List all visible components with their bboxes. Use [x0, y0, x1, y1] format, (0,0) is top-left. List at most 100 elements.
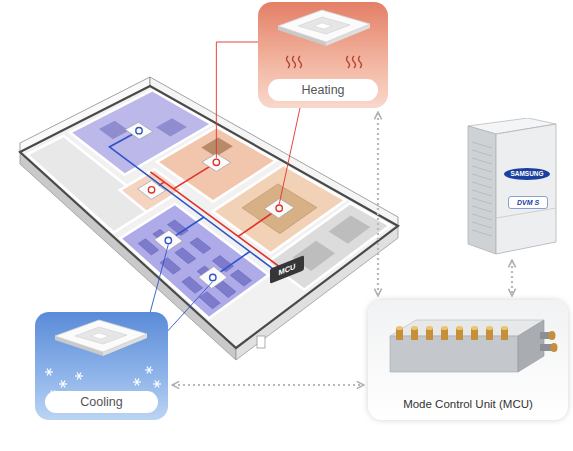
cassette-indicator [148, 187, 154, 193]
vent-slot [472, 190, 492, 196]
cassette-center [91, 333, 109, 339]
valve-cap [396, 326, 403, 330]
leader-line [150, 244, 168, 313]
unit-side [468, 126, 496, 254]
snowflake [153, 381, 161, 388]
outdoor-unit: SAMSUNG DVM S [466, 118, 558, 256]
indoor-cassette [138, 180, 166, 199]
vent-slot [472, 158, 492, 164]
snowflake-arm [47, 369, 51, 376]
snowflake-arm [61, 381, 65, 388]
valve-cap [441, 326, 448, 330]
snowflake-arm [135, 379, 139, 386]
vent-slot [472, 198, 492, 204]
cassette-indicator [165, 237, 171, 243]
snowflake-arm [147, 367, 151, 374]
snowflake-arm [47, 369, 51, 376]
vent-slot [472, 142, 492, 148]
pipe-end [549, 331, 556, 340]
valve-cap [486, 326, 493, 330]
heat-wave [287, 56, 290, 68]
wall-controller [257, 336, 265, 348]
cassette-indicator [213, 159, 219, 165]
valve-cap [471, 326, 478, 330]
snowflake-arm [147, 367, 151, 374]
vent-slot [472, 150, 492, 156]
snowflake [59, 381, 67, 388]
back-wall [150, 77, 398, 226]
server-rack [190, 238, 211, 254]
cassette-indicator [276, 205, 282, 211]
unit-front [496, 124, 556, 254]
valve-cap [501, 326, 508, 330]
dotted-arrow [511, 261, 513, 295]
mode-label: Heating [268, 79, 378, 101]
cassette-indicator [210, 274, 216, 280]
cassette-panel [55, 320, 147, 352]
heat-wave [359, 56, 362, 68]
server-rack [199, 292, 220, 309]
server-rack [182, 277, 203, 294]
heating-pipe [150, 172, 284, 274]
indoor-cassette [125, 122, 153, 139]
outdoor-unit-art [466, 118, 558, 256]
cabinet [329, 216, 371, 244]
vent-slot [472, 182, 492, 188]
vent-slot [472, 174, 492, 180]
valve-cap [426, 326, 433, 330]
desk [99, 121, 129, 139]
vent-slot [472, 206, 492, 212]
cassette-panel [278, 10, 370, 42]
floor [20, 86, 398, 348]
pipe-end [551, 343, 558, 352]
snowflake-arm [77, 373, 81, 380]
heat-wave [299, 56, 302, 68]
desk [156, 118, 187, 136]
server-rack [160, 258, 181, 275]
vent-slot [472, 222, 492, 228]
indoor-cassette [198, 267, 227, 289]
indoor-cassette [154, 230, 182, 251]
heat-wave [293, 56, 296, 68]
mcu-front [390, 336, 518, 372]
cooling-panel: Cooling [35, 312, 168, 420]
snowflake-arm [155, 381, 159, 388]
cassette-center [314, 23, 332, 29]
cooling-pipe [109, 131, 275, 271]
dotted-arrow [173, 384, 363, 386]
model-badge: DVM S [508, 196, 548, 209]
snowflake-arm [77, 373, 81, 380]
mode-label: Cooling [45, 391, 158, 413]
leader-line [279, 108, 300, 204]
snowflake-arm [61, 381, 65, 388]
cassette-grille [75, 327, 127, 344]
mcu-caption: Mode Control Unit (MCU) [368, 398, 568, 410]
outer-wall-outline [20, 86, 398, 348]
vent-slot [472, 214, 492, 220]
valve-cap [411, 326, 418, 330]
snowflake-arm [155, 381, 159, 388]
dotted-arrow [377, 113, 379, 295]
indoor-cassette [264, 199, 294, 219]
server-rack [175, 248, 196, 264]
snowflake [145, 367, 153, 374]
mcu-panel: Mode Control Unit (MCU) [368, 300, 568, 420]
snowflake [45, 369, 53, 376]
vent-slot [472, 230, 492, 236]
panel-seam [496, 208, 556, 218]
snowflake [75, 373, 83, 380]
cassette-grille [298, 17, 350, 34]
valve-cap [456, 326, 463, 330]
snowflake-arm [135, 379, 139, 386]
vent-slot [472, 166, 492, 172]
server-rack [230, 270, 251, 286]
heat-wave [353, 56, 356, 68]
brand-badge: SAMSUNG [504, 168, 550, 180]
heating-panel: Heating [258, 2, 388, 108]
back-wall [20, 77, 150, 152]
heat-wave [347, 56, 350, 68]
cassette-indicator [136, 128, 142, 134]
snowflake [133, 379, 141, 386]
